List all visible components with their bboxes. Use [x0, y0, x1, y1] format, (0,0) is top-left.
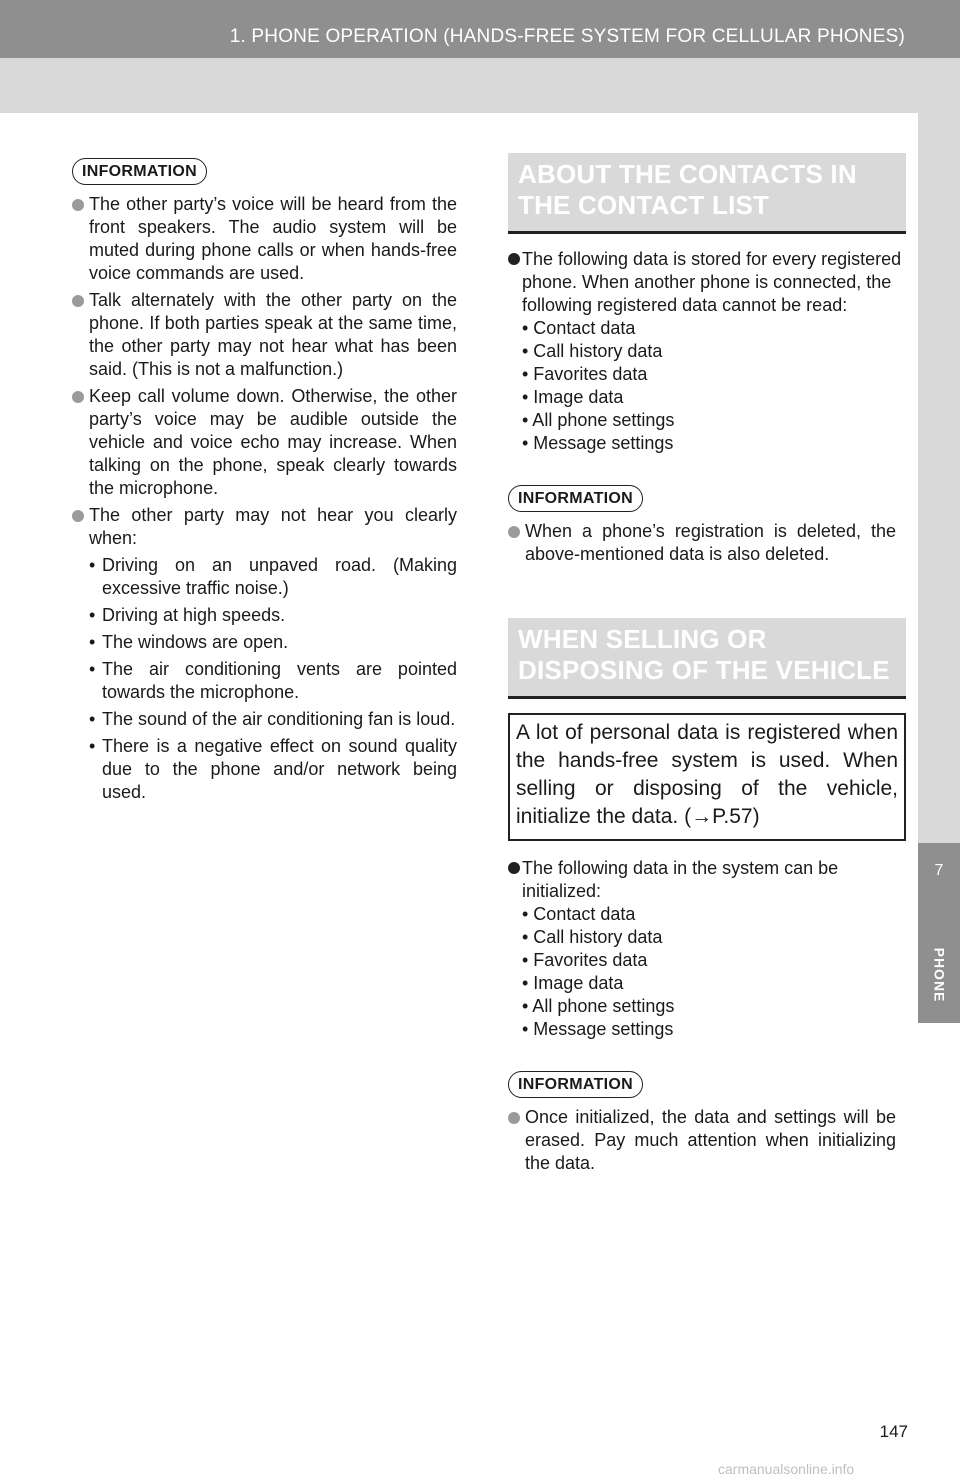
contacts-section-heading: ABOUT THE CONTACTS IN THE CONTACT LIST — [508, 153, 906, 234]
condition-item: Driving at high speeds. — [72, 604, 457, 627]
bullet-icon — [508, 862, 520, 874]
info-bullet: The other party may not hear you clearly… — [72, 504, 457, 550]
condition-item: The windows are open. — [72, 631, 457, 654]
chapter-label: PHONE — [931, 947, 948, 1003]
information-badge: INFORMATION — [508, 1071, 643, 1098]
header-subband — [0, 58, 960, 113]
right-column: ABOUT THE CONTACTS IN THE CONTACT LIST T… — [508, 153, 906, 1175]
bullet-icon — [508, 253, 520, 265]
condition-item: There is a negative effect on sound qual… — [72, 735, 457, 804]
information-badge: INFORMATION — [72, 158, 207, 185]
side-tab-chapter — [918, 843, 960, 1023]
condition-item: Driving on an unpaved road. (Making exce… — [72, 554, 457, 600]
running-header-title: 1. PHONE OPERATION (HANDS-FREE SYSTEM FO… — [229, 26, 905, 47]
left-column: INFORMATION The other party’s voice will… — [72, 158, 457, 804]
info-bullet: The other party’s voice will be heard fr… — [72, 193, 457, 285]
selling-intro: The following data in the system can be … — [508, 857, 906, 1041]
contacts-intro: The following data is stored for every r… — [508, 248, 906, 455]
notice-box: A lot of personal data is registered whe… — [508, 713, 906, 841]
side-tab-track — [918, 113, 960, 923]
info-bullet: Keep call volume down. Otherwise, the ot… — [72, 385, 457, 500]
info-bullet: Talk alternately with the other party on… — [72, 289, 457, 381]
condition-item: The sound of the air conditioning fan is… — [72, 708, 457, 731]
information-box: INFORMATION — [72, 158, 457, 185]
page-number: 147 — [879, 1422, 908, 1441]
information-box: INFORMATION — [508, 485, 906, 512]
information-box: INFORMATION — [508, 1071, 906, 1098]
header-band — [0, 0, 960, 58]
information-badge: INFORMATION — [508, 485, 643, 512]
chapter-number: 7 — [934, 862, 944, 879]
selling-section-heading: WHEN SELLING OR DISPOSING OF THE VEHICLE — [508, 618, 906, 699]
info-bullet: When a phone’s registration is deleted, … — [508, 520, 906, 566]
watermark: carmanualsonline.info — [718, 1461, 855, 1477]
condition-item: The air conditioning vents are pointed t… — [72, 658, 457, 704]
info-bullet: Once initialized, the data and settings … — [508, 1106, 906, 1175]
